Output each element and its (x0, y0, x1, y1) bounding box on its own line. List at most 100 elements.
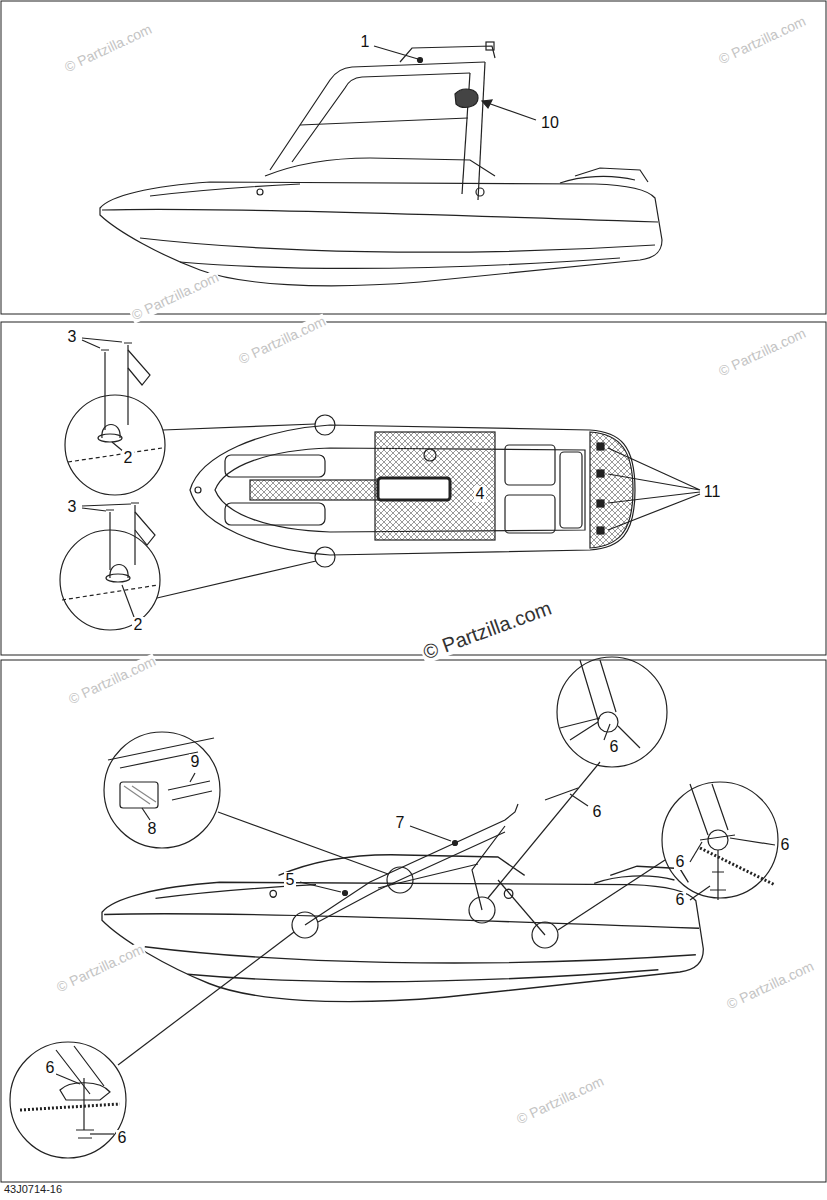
watermark: © Partzilla.com (723, 958, 817, 1012)
line-art (250, 480, 380, 500)
line-art (135, 512, 155, 545)
line-art (65, 395, 165, 495)
callout-number: 6 (44, 1060, 57, 1077)
line-art (453, 841, 458, 846)
line-art (608, 448, 700, 530)
line-art (82, 504, 131, 511)
line-art (120, 782, 158, 808)
callout-number: 7 (394, 815, 407, 832)
line-art (545, 788, 578, 800)
line-art (378, 864, 478, 888)
line-art (225, 455, 325, 477)
line-art (570, 722, 640, 748)
line-art (315, 415, 335, 435)
line-art (163, 424, 315, 430)
line-art (580, 660, 616, 720)
line-art (82, 338, 122, 348)
callout-number: 6 (116, 1130, 129, 1147)
callout-number: 8 (146, 821, 159, 838)
line-art (730, 838, 775, 845)
line-art (225, 503, 325, 525)
line-art (128, 350, 150, 385)
watermark: © Partzilla.com (65, 653, 159, 707)
callout-number: 3 (66, 499, 79, 516)
watermark: © Partzilla.com (128, 269, 222, 323)
line-art (1, 660, 826, 1182)
watermark: © Partzilla.com (418, 596, 556, 663)
line-art (708, 830, 728, 850)
callout-number: 6 (779, 837, 792, 854)
callout-number: 6 (608, 739, 621, 756)
line-art (482, 101, 536, 120)
line-art (410, 826, 451, 841)
line-art (124, 786, 156, 804)
line-art (218, 812, 388, 874)
line-art (102, 855, 703, 1002)
line-art (110, 505, 135, 570)
line-art (270, 42, 536, 200)
line-art (110, 565, 128, 579)
line-art (100, 158, 662, 286)
line-art (10, 657, 778, 1158)
line-art (318, 832, 505, 922)
callout-number: 1 (359, 34, 372, 51)
line-art (292, 912, 318, 938)
line-art (690, 886, 710, 900)
watermark: © Partzilla.com (715, 325, 809, 379)
line-art (418, 58, 423, 63)
callout-number: 5 (284, 872, 297, 889)
line-art (560, 452, 582, 528)
callout-number: 3 (66, 329, 79, 346)
line-art (505, 495, 555, 533)
line-art (56, 1074, 80, 1084)
line-art (142, 808, 150, 820)
line-art (532, 922, 558, 948)
watermark: © Partzilla.com (235, 313, 329, 367)
line-art (1, 322, 826, 655)
line-art (104, 732, 220, 848)
line-art (300, 118, 468, 125)
line-art (597, 527, 604, 534)
line-art (482, 100, 492, 108)
line-art (570, 794, 588, 806)
line-art (101, 343, 132, 350)
line-art (195, 487, 201, 493)
line-art (560, 718, 600, 728)
line-art (374, 46, 418, 59)
line-art (270, 62, 485, 170)
line-art (120, 752, 198, 768)
line-art (90, 1133, 114, 1134)
line-art (690, 784, 728, 835)
line-art (315, 547, 335, 567)
line-art (190, 773, 195, 782)
callout-number: 2 (132, 617, 145, 634)
line-art (505, 445, 555, 485)
line-art (486, 42, 494, 50)
line-art (105, 345, 128, 430)
line-art (387, 867, 413, 893)
line-art (60, 1083, 110, 1100)
line-art (488, 762, 600, 898)
callout-number: 10 (539, 115, 561, 132)
line-art (378, 478, 450, 500)
line-art (690, 842, 702, 862)
line-art (469, 897, 495, 923)
line-art (122, 585, 134, 617)
line-art (60, 338, 700, 630)
line-art (292, 73, 470, 162)
line-art (62, 585, 158, 600)
line-art (558, 860, 665, 930)
callout-number: 9 (189, 754, 202, 771)
line-art (597, 443, 604, 450)
line-art (10, 1042, 126, 1158)
callout-number: 11 (702, 484, 723, 501)
watermark: © Partzilla.com (61, 21, 155, 75)
line-art (597, 500, 604, 507)
line-art (597, 470, 604, 477)
line-art (20, 1104, 120, 1110)
line-art (400, 46, 495, 62)
callout-number: 2 (122, 450, 135, 467)
line-art (375, 432, 495, 540)
line-art (168, 781, 212, 800)
